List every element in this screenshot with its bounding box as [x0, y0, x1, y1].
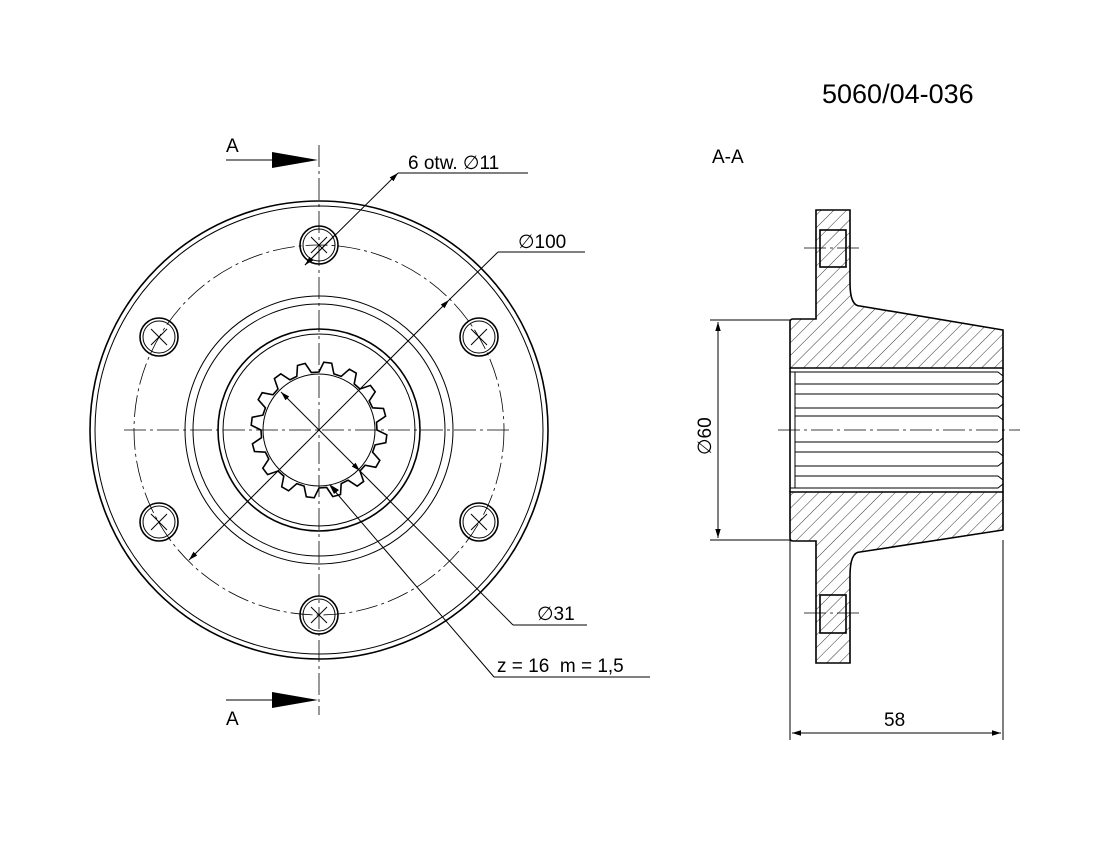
section-label: A-A: [712, 147, 744, 168]
holes-dimension: [304, 172, 528, 266]
front-view: A A 6 otw. ∅11 ∅100 ∅31: [89, 136, 650, 730]
spline-diameter-dimension: [280, 391, 587, 626]
section-view: A-A ∅60: [695, 147, 1020, 740]
holes-dimension-label: 6 otw. ∅11: [408, 153, 499, 174]
length-label: 58: [884, 710, 905, 731]
spline-diameter-label: ∅31: [537, 604, 575, 625]
drawing-number: 5060/04-036: [822, 79, 974, 109]
section-marker-top: A: [226, 136, 239, 157]
upper-body-section: [789, 209, 1004, 369]
bolt-circle-dimension-label: ∅100: [518, 232, 566, 253]
flange-edge-circle: [94, 205, 544, 655]
hub-outer-circle: [184, 295, 454, 565]
section-arrow-bottom: [226, 692, 318, 708]
lower-body-section: [789, 491, 1004, 664]
flange-outer-circle: [89, 200, 549, 660]
bolt-hole: [459, 502, 499, 542]
spline-spec-leader: [329, 484, 650, 678]
hub-diameter-dimension: [710, 319, 790, 541]
bolt-circle-dimension: [188, 251, 585, 561]
bolt-hole: [459, 317, 499, 357]
bolt-hole-section-top: [819, 229, 847, 268]
bolt-hole: [299, 225, 339, 265]
bolt-holes: [139, 225, 499, 635]
spline-bore: [778, 368, 1020, 492]
length-dimension: [789, 540, 1004, 740]
bolt-hole: [139, 502, 179, 542]
section-marker-bottom: A: [226, 709, 239, 730]
hub-diameter-label: ∅60: [695, 417, 716, 455]
bolt-hole-section-bottom: [819, 594, 847, 634]
bolt-hole: [299, 595, 339, 635]
spline-spec-label: z = 16 m = 1,5: [497, 656, 624, 677]
section-arrow-top: [226, 152, 318, 168]
bolt-hole: [139, 317, 179, 357]
